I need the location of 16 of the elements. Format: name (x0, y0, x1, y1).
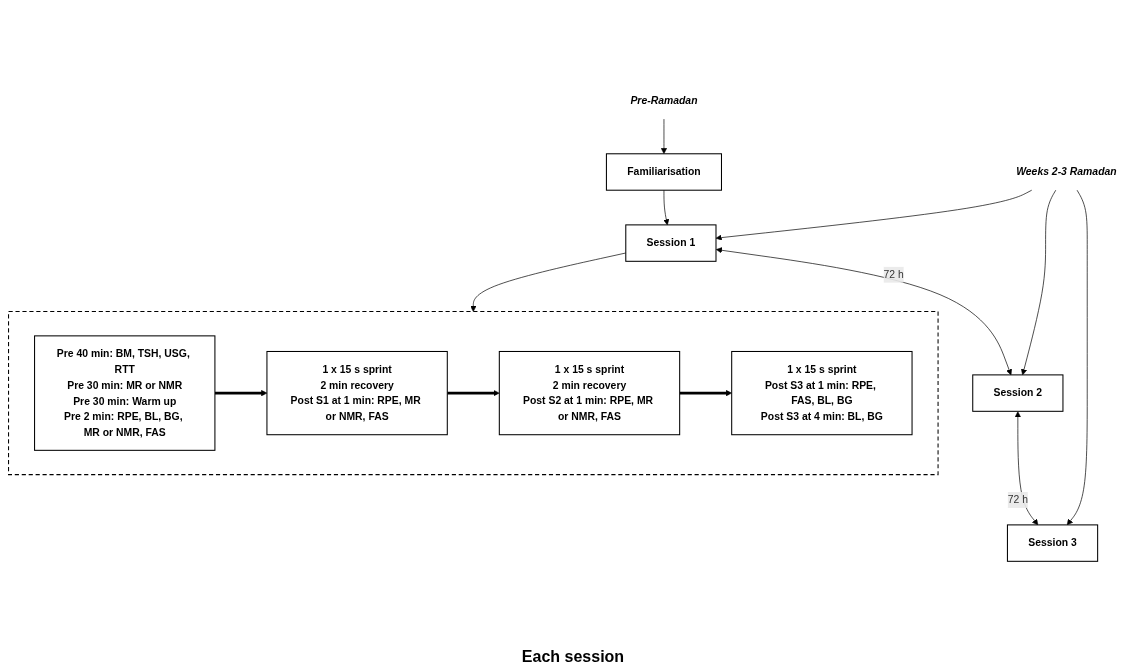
edge-label: 72 h (1007, 493, 1028, 506)
node-box: 1 x 15 s sprint 2 min recovery Post S2 at 1 min: RPE, MR or NMR, FAS (498, 350, 681, 436)
arrow (679, 390, 732, 397)
node-box: Session 3 (1006, 524, 1099, 562)
node-box: 1 x 15 s sprint Post S3 at 1 min: RPE, FAS, BL, BG Post S3 at 4 min: BL, BG (731, 350, 913, 436)
span-label: Each session (520, 648, 626, 665)
node-box: 1 x 15 s sprint 2 min recovery Post S1 at 1 min: RPE, MR or NMR, FAS (266, 350, 448, 436)
edge-label: 72 h (883, 268, 904, 280)
cluster (8, 311, 939, 476)
arrow (447, 390, 500, 397)
node-box: Familiarisation (605, 153, 722, 191)
node-box: Session 1 (625, 224, 717, 262)
node-text: Weeks 2-3 Ramadan (1016, 165, 1117, 178)
node-text: Pre-Ramadan (630, 94, 698, 107)
node-box: Session 2 (972, 374, 1064, 412)
node-box: Pre 40 min: BM, TSH, USG, RTT Pre 30 min: MR or NMR Pre 30 min: Warm up Pre 2 min: RPE, BL, BG, MR or NMR, FAS (34, 335, 216, 451)
